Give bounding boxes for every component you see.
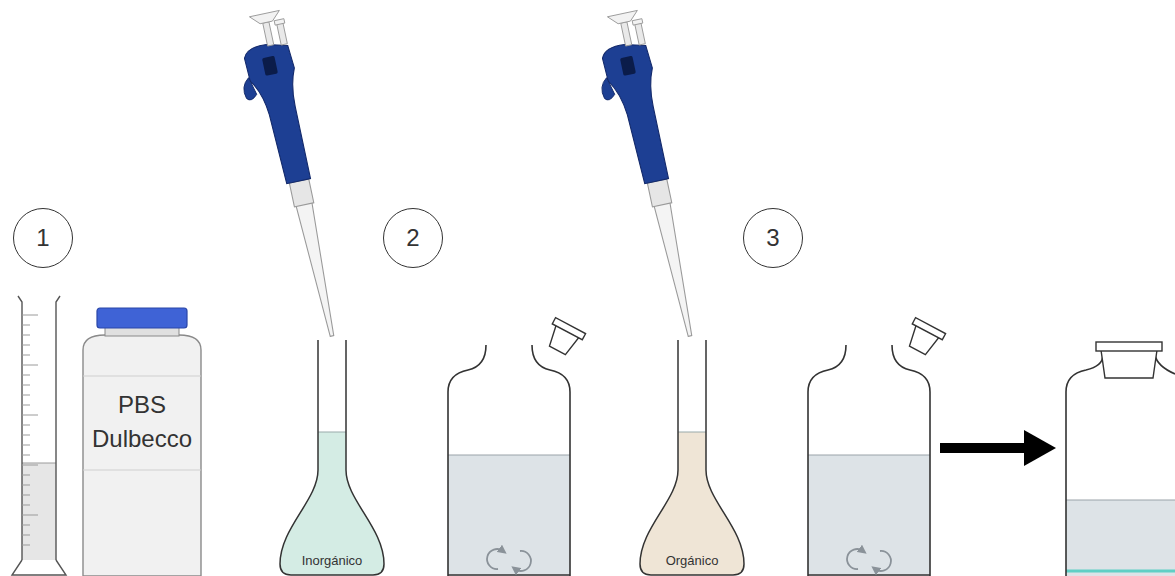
bottle-label: PBS Dulbecco	[85, 388, 199, 455]
graduation-tick	[22, 335, 30, 336]
graduation-tick	[22, 525, 30, 526]
step-number-circle: 2	[383, 208, 443, 268]
graduation-tick	[22, 415, 38, 416]
pbs-bottle: PBS Dulbecco	[75, 308, 209, 576]
volumetric-flask: Orgánico	[638, 340, 746, 576]
volumetric-flask: Inorgánico	[278, 340, 386, 576]
step-number: 3	[766, 224, 779, 252]
graduation-tick	[22, 425, 30, 426]
graduation-tick	[22, 485, 30, 486]
graduation-tick	[22, 545, 30, 546]
step-number-circle: 3	[743, 208, 803, 268]
flask-label: Orgánico	[642, 553, 742, 568]
graduation-tick	[22, 355, 30, 356]
graduation-tick	[22, 385, 30, 386]
graduation-tick	[22, 445, 30, 446]
graduation-tick	[22, 395, 30, 396]
step-number: 1	[36, 224, 49, 252]
flask-outline	[638, 340, 746, 576]
graduation-tick	[22, 315, 38, 316]
graduation-tick	[22, 375, 30, 376]
graduation-tick	[22, 405, 30, 406]
step-number-circle: 1	[13, 208, 73, 268]
graduation-tick	[22, 345, 30, 346]
graduation-tick	[22, 505, 30, 506]
graduation-tick	[22, 455, 30, 456]
graduation-tick	[22, 475, 30, 476]
flask-outline	[278, 340, 386, 576]
graduation-tick	[22, 365, 38, 366]
graduation-tick	[22, 325, 30, 326]
graduation-tick	[22, 535, 30, 536]
flask-label: Inorgánico	[282, 553, 382, 568]
step-number: 2	[406, 224, 419, 252]
graduation-tick	[22, 495, 30, 496]
graduation-tick	[22, 465, 38, 466]
graduation-tick	[22, 515, 38, 516]
graduation-tick	[22, 435, 30, 436]
